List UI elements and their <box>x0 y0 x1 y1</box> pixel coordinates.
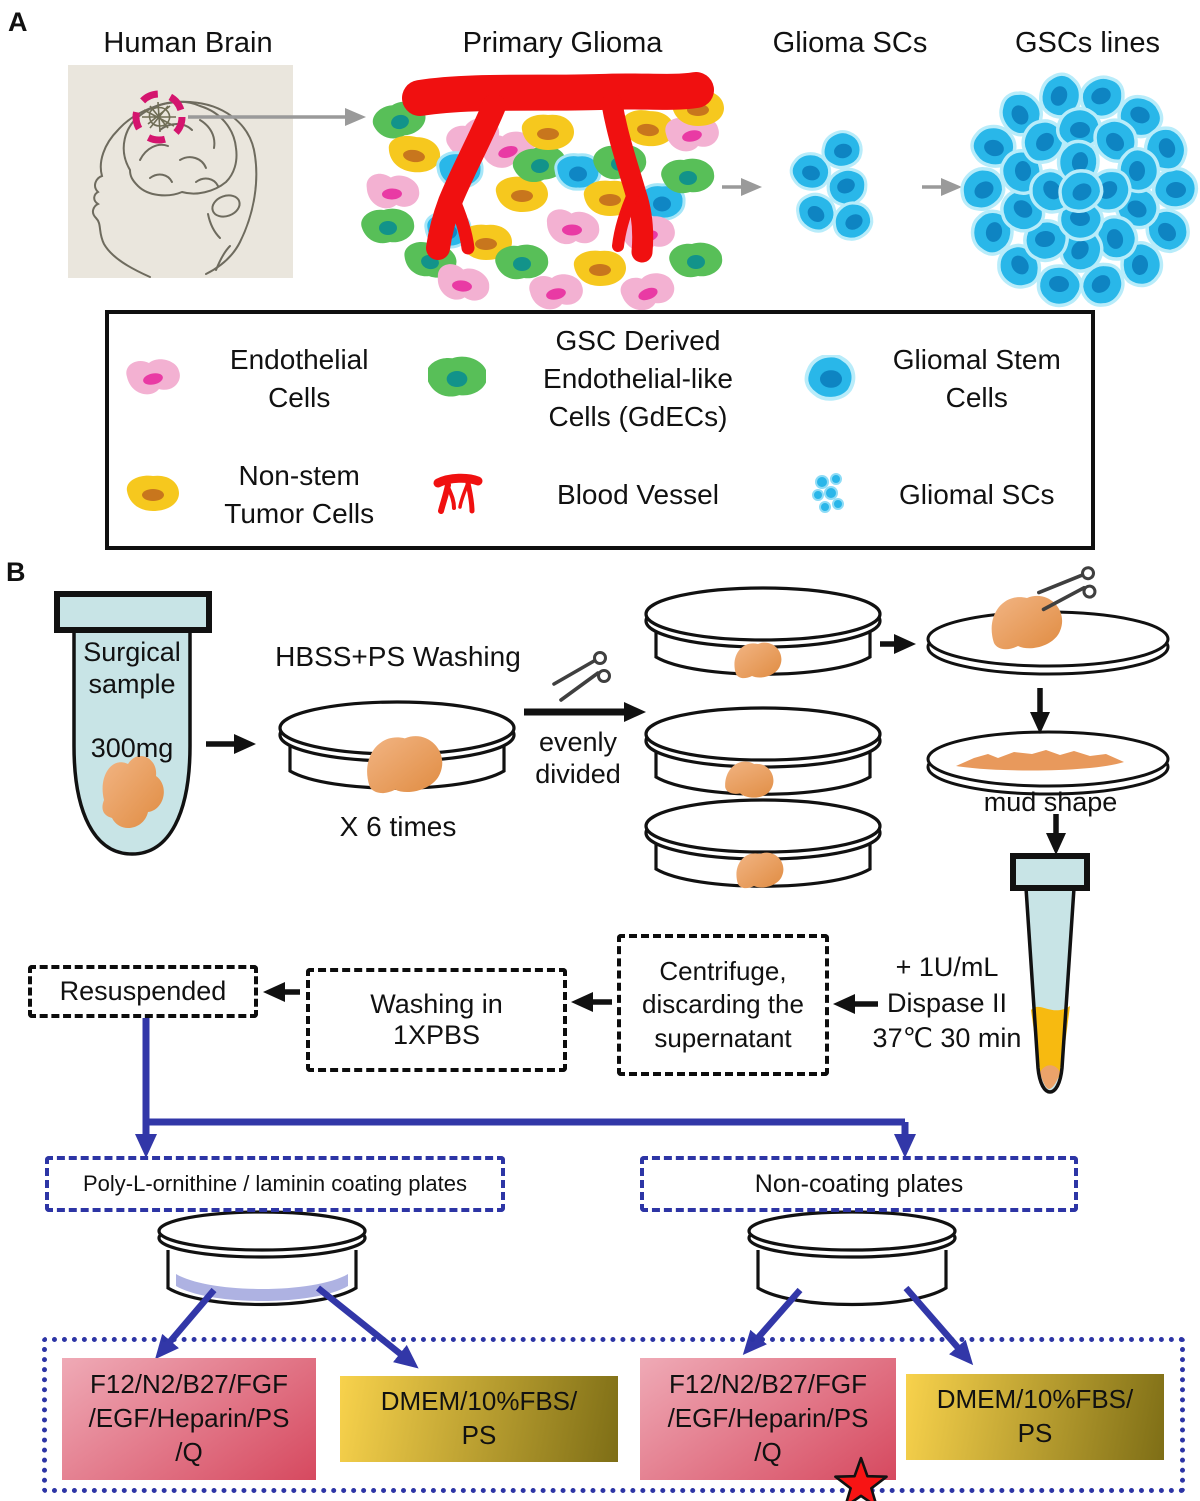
stage-title-primary-glioma: Primary Glioma <box>462 27 663 59</box>
media-arrows-blue <box>155 1285 974 1369</box>
legend-label: Gliomal Stem Cells <box>892 344 1061 413</box>
tumor-scribble <box>142 101 176 133</box>
coated-plate-dish <box>157 1210 367 1307</box>
stage-title-glioma-scs: Glioma SCs <box>772 27 928 59</box>
legend-item-gliomal-scs: Gliomal SCs <box>787 444 1091 546</box>
tumor-highlight-circle <box>132 90 186 144</box>
stem-media-label: F12/N2/B27/FGF /EGF/Heparin/PS /Q <box>667 1369 869 1467</box>
scissors-icon <box>1034 559 1100 618</box>
blood-vessel <box>402 72 714 263</box>
legend-item-blood-vessel: Blood Vessel <box>413 444 786 546</box>
stem-media-box-noncoated: F12/N2/B27/FGF /EGF/Heparin/PS /Q <box>640 1358 896 1501</box>
tissue-blob <box>102 755 164 829</box>
legend-label: Non-stem Tumor Cells <box>224 460 375 529</box>
stage-title-human-brain: Human Brain <box>103 27 273 59</box>
glioma-sc-cluster <box>785 127 880 248</box>
surgical-sample-tube <box>54 591 212 856</box>
serum-media-box-coated: DMEM/10%FBS/ PS <box>340 1376 618 1462</box>
legend-box: Endothelial Cells GSC Derived Endothelia… <box>105 310 1095 550</box>
washing-step-box: Washing in 1XPBS <box>306 968 567 1072</box>
serum-media-box-noncoated: DMEM/10%FBS/ PS <box>906 1374 1164 1460</box>
gliomal-scs-icon <box>799 469 863 521</box>
stage-title-gscs-lines: GSCs lines <box>1014 27 1161 59</box>
noncoated-plate-dish <box>747 1210 957 1307</box>
panel-a-label: A <box>8 7 28 37</box>
digest-tube <box>1010 853 1090 1094</box>
sample-mass-label: 300mg <box>90 733 174 763</box>
noncoated-plates-box: Non-coating plates <box>640 1156 1078 1212</box>
legend-label: Endothelial Cells <box>229 344 369 413</box>
highlight-star-icon <box>832 1422 890 1501</box>
divided-dishes <box>644 586 882 889</box>
process-arrows-black <box>206 634 1066 1014</box>
dispase-label: + 1U/mL Dispase II 37℃ 30 min <box>872 952 1022 1054</box>
evenly-divided-label: evenly divided <box>535 727 621 790</box>
gliomal-stem-cell-icon <box>799 354 863 403</box>
gsc-lines-cluster <box>952 67 1199 316</box>
gdec-cell-icon <box>425 355 489 403</box>
mud-shape-dish <box>926 730 1170 796</box>
legend-item-endothelial: Endothelial Cells <box>109 314 413 444</box>
surgical-sample-label: Surgical sample <box>83 637 181 700</box>
legend-item-gliomal-stem: Gliomal Stem Cells <box>787 314 1091 444</box>
media-group-box <box>42 1337 1185 1493</box>
resuspended-step-box: Resuspended <box>28 965 258 1018</box>
laminin-coating <box>176 1274 348 1301</box>
wash-dish <box>278 700 516 794</box>
blood-vessel-icon <box>425 469 489 521</box>
coated-plates-box: Poly-L-ornithine / laminin coating plate… <box>45 1156 505 1212</box>
hbss-washing-label: HBSS+PS Washing <box>275 641 521 672</box>
legend-label: Blood Vessel <box>557 479 719 511</box>
panel-b-label: B <box>6 557 26 587</box>
nonstem-tumor-cell-icon <box>121 471 185 519</box>
stem-media-box-coated: F12/N2/B27/FGF /EGF/Heparin/PS /Q <box>62 1358 316 1480</box>
endothelial-cell-icon <box>121 355 185 403</box>
primary-glioma-illustration <box>361 72 724 313</box>
stage-arrows <box>188 108 962 196</box>
legend-item-gdec: GSC Derived Endothelial-like Cells (GdEC… <box>413 314 786 444</box>
centrifuge-step-box: Centrifuge, discarding the supernatant <box>617 934 829 1076</box>
legend-item-nonstem: Non-stem Tumor Cells <box>109 444 413 546</box>
legend-label: GSC Derived Endothelial-like Cells (GdEC… <box>543 325 733 432</box>
legend-label: Gliomal SCs <box>898 479 1055 511</box>
wash-times-label: X 6 times <box>339 811 457 842</box>
human-brain-sketch <box>68 65 293 278</box>
mincing-dish <box>926 559 1170 676</box>
scissors-icon <box>552 650 612 702</box>
mud-shape-label: mud shape <box>983 787 1118 817</box>
split-connector-blue <box>135 1018 916 1158</box>
